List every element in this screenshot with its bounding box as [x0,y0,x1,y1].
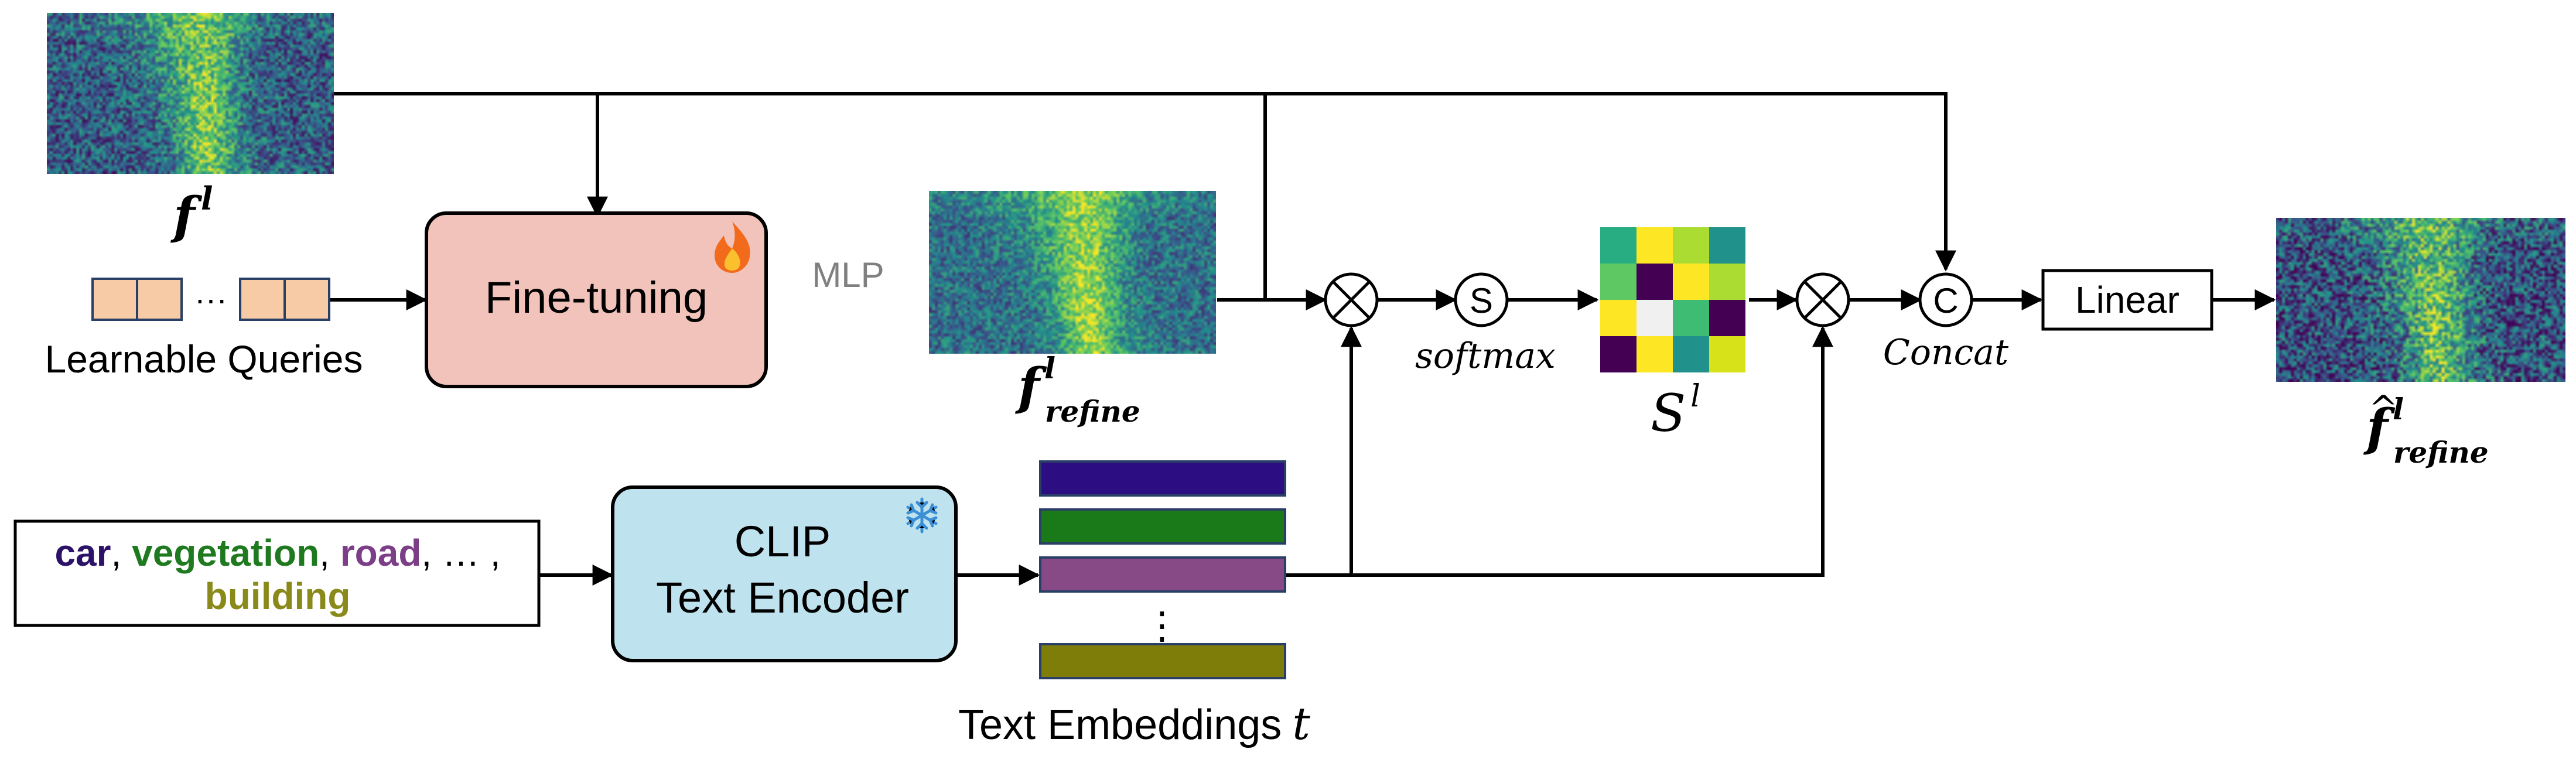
sim-cell-3-1 [1637,336,1673,372]
embeddings-vdots: ⋮ [1143,604,1181,647]
sim-cell-0-3 [1709,227,1745,264]
embeddings-to-mults-line [1285,326,1833,577]
prompt-word-0: car [54,532,111,574]
snowflake-icon [906,497,938,534]
sim-cell-2-0 [1600,300,1637,336]
query-token-na [239,278,286,321]
fire-icon [715,221,750,273]
feature-map-output [2276,218,2565,382]
clip-label-line1: CLIP [734,517,831,566]
embedding-bar-1 [1039,460,1286,497]
feature-map-output-image [2276,218,2565,382]
sim-cell-0-2 [1673,227,1709,264]
prompt-word-4: road [340,532,422,574]
prompt-word-2: vegetation [132,532,319,574]
sim-cell-2-1 [1637,300,1673,336]
query-token-1a [91,278,138,321]
sim-cell-2-3 [1709,300,1745,336]
sim-cell-3-0 [1600,336,1637,372]
embedding-bar-n [1039,643,1286,679]
softmax-label: softmax [1415,336,1556,377]
text-prompt-line1: car, vegetation, road, … , [54,532,500,574]
prompt-word-1: , [111,532,132,574]
queries-ellipsis: ··· [194,281,227,317]
sim-cell-1-1 [1637,264,1673,300]
sim-cell-2-2 [1673,300,1709,336]
learnable-queries-label: Learnable Queries [45,337,363,381]
connectors [328,92,2276,586]
softmax-symbol: S [1470,281,1493,320]
fine-tuning-box [425,211,768,388]
sim-cell-1-3 [1709,264,1745,300]
feature-map-refine [929,191,1216,354]
similarity-matrix [1600,227,1745,372]
learnable-queries: ··· [91,278,330,321]
sim-cell-1-2 [1673,264,1709,300]
sim-cell-3-2 [1673,336,1709,372]
linear-block: Linear [2041,269,2213,331]
embedding-bar-2 [1039,508,1286,545]
sim-cell-3-3 [1709,336,1745,372]
embedding-bar-3 [1039,556,1286,593]
feature-map-refine-image [929,191,1216,354]
prompt-word-5: , … , [421,532,500,574]
sim-cell-0-0 [1600,227,1637,264]
query-token-nb [283,278,330,321]
clip-label-line2: Text Encoder [656,573,909,622]
mlp-label: MLP [812,255,884,295]
clip-encoder-block: CLIP Text Encoder [611,485,958,662]
feature-map-fl [47,13,334,174]
prompt-word-3: , [319,532,340,574]
multiply-op-1 [1324,272,1379,327]
top-bus-line [334,92,1956,272]
concat-op: C [1918,272,1973,327]
text-embeddings: ⋮ [1039,460,1286,679]
text-prompt-box: car, vegetation, road, … , building [13,519,541,627]
concat-symbol: C [1933,281,1958,320]
sim-cell-1-0 [1600,264,1637,300]
concat-label: Concat [1883,332,2009,373]
fine-tuning-label: Fine-tuning [485,273,708,323]
sim-cell-0-1 [1637,227,1673,264]
multiply-op-2 [1795,272,1850,327]
text-prompt-line2: building [205,575,351,617]
fine-tuning-block: Fine-tuning [425,211,768,388]
query-token-1b [136,278,183,321]
linear-label: Linear [2075,279,2179,321]
f-hat-accent: ^ [2369,388,2398,429]
softmax-op: S [1454,272,1509,327]
feature-map-fl-image [47,13,334,174]
